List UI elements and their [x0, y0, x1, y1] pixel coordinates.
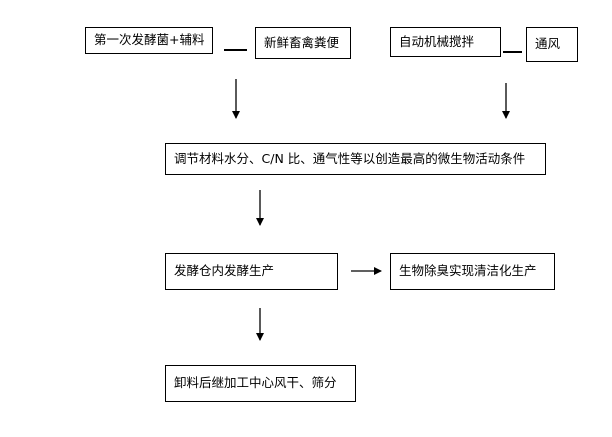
node-adjust-conditions: 调节材料水分、C/N 比、通气性等以创造最高的微生物活动条件: [165, 143, 546, 175]
node-starter-additive: 第一次发酵菌+辅料: [85, 27, 213, 54]
node-fresh-manure: 新鲜畜禽粪便: [255, 27, 351, 59]
node-post-processing: 卸料后继加工中心风干、筛分: [165, 365, 356, 402]
join-dash-left: [224, 49, 247, 51]
node-auto-mechanical-mixing: 自动机械搅拌: [390, 27, 501, 57]
node-in-vessel-fermentation: 发酵仓内发酵生产: [165, 253, 338, 290]
join-dash-right: [503, 51, 522, 53]
node-ventilation: 通风: [526, 27, 578, 62]
node-bio-deodorization: 生物除臭实现清洁化生产: [390, 253, 555, 290]
